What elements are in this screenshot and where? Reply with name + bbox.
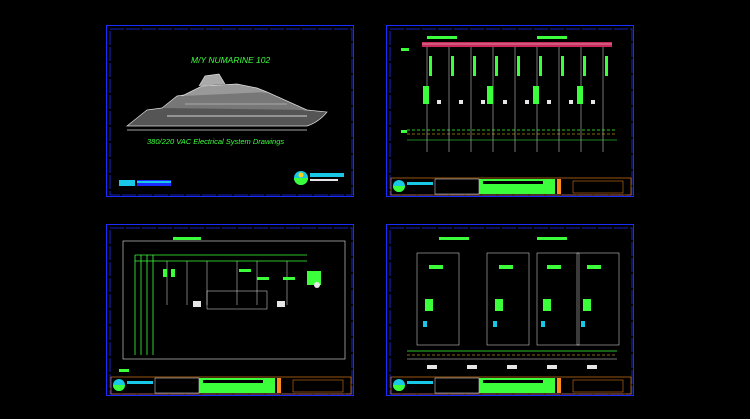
page-title: M/Y NUMARINE 102	[191, 55, 271, 65]
switchboard-sheet-drawing	[109, 227, 353, 395]
feeder-sheet-drawing	[389, 227, 633, 395]
yacht-illustration	[126, 73, 328, 131]
company-logo-right	[294, 171, 344, 185]
distribution-sheet-drawing	[389, 28, 633, 196]
switchboard-sheet[interactable]	[106, 224, 354, 396]
feeder-sheet[interactable]	[386, 224, 634, 396]
cover-sheet-drawing	[109, 28, 353, 196]
page-subtitle: 380/220 VAC Electrical System Drawings	[147, 137, 285, 146]
cover-sheet[interactable]: M/Y NUMARINE 102 380/220 VAC Electrical …	[106, 25, 354, 197]
company-logo-left	[119, 180, 171, 186]
distribution-sheet[interactable]	[386, 25, 634, 197]
